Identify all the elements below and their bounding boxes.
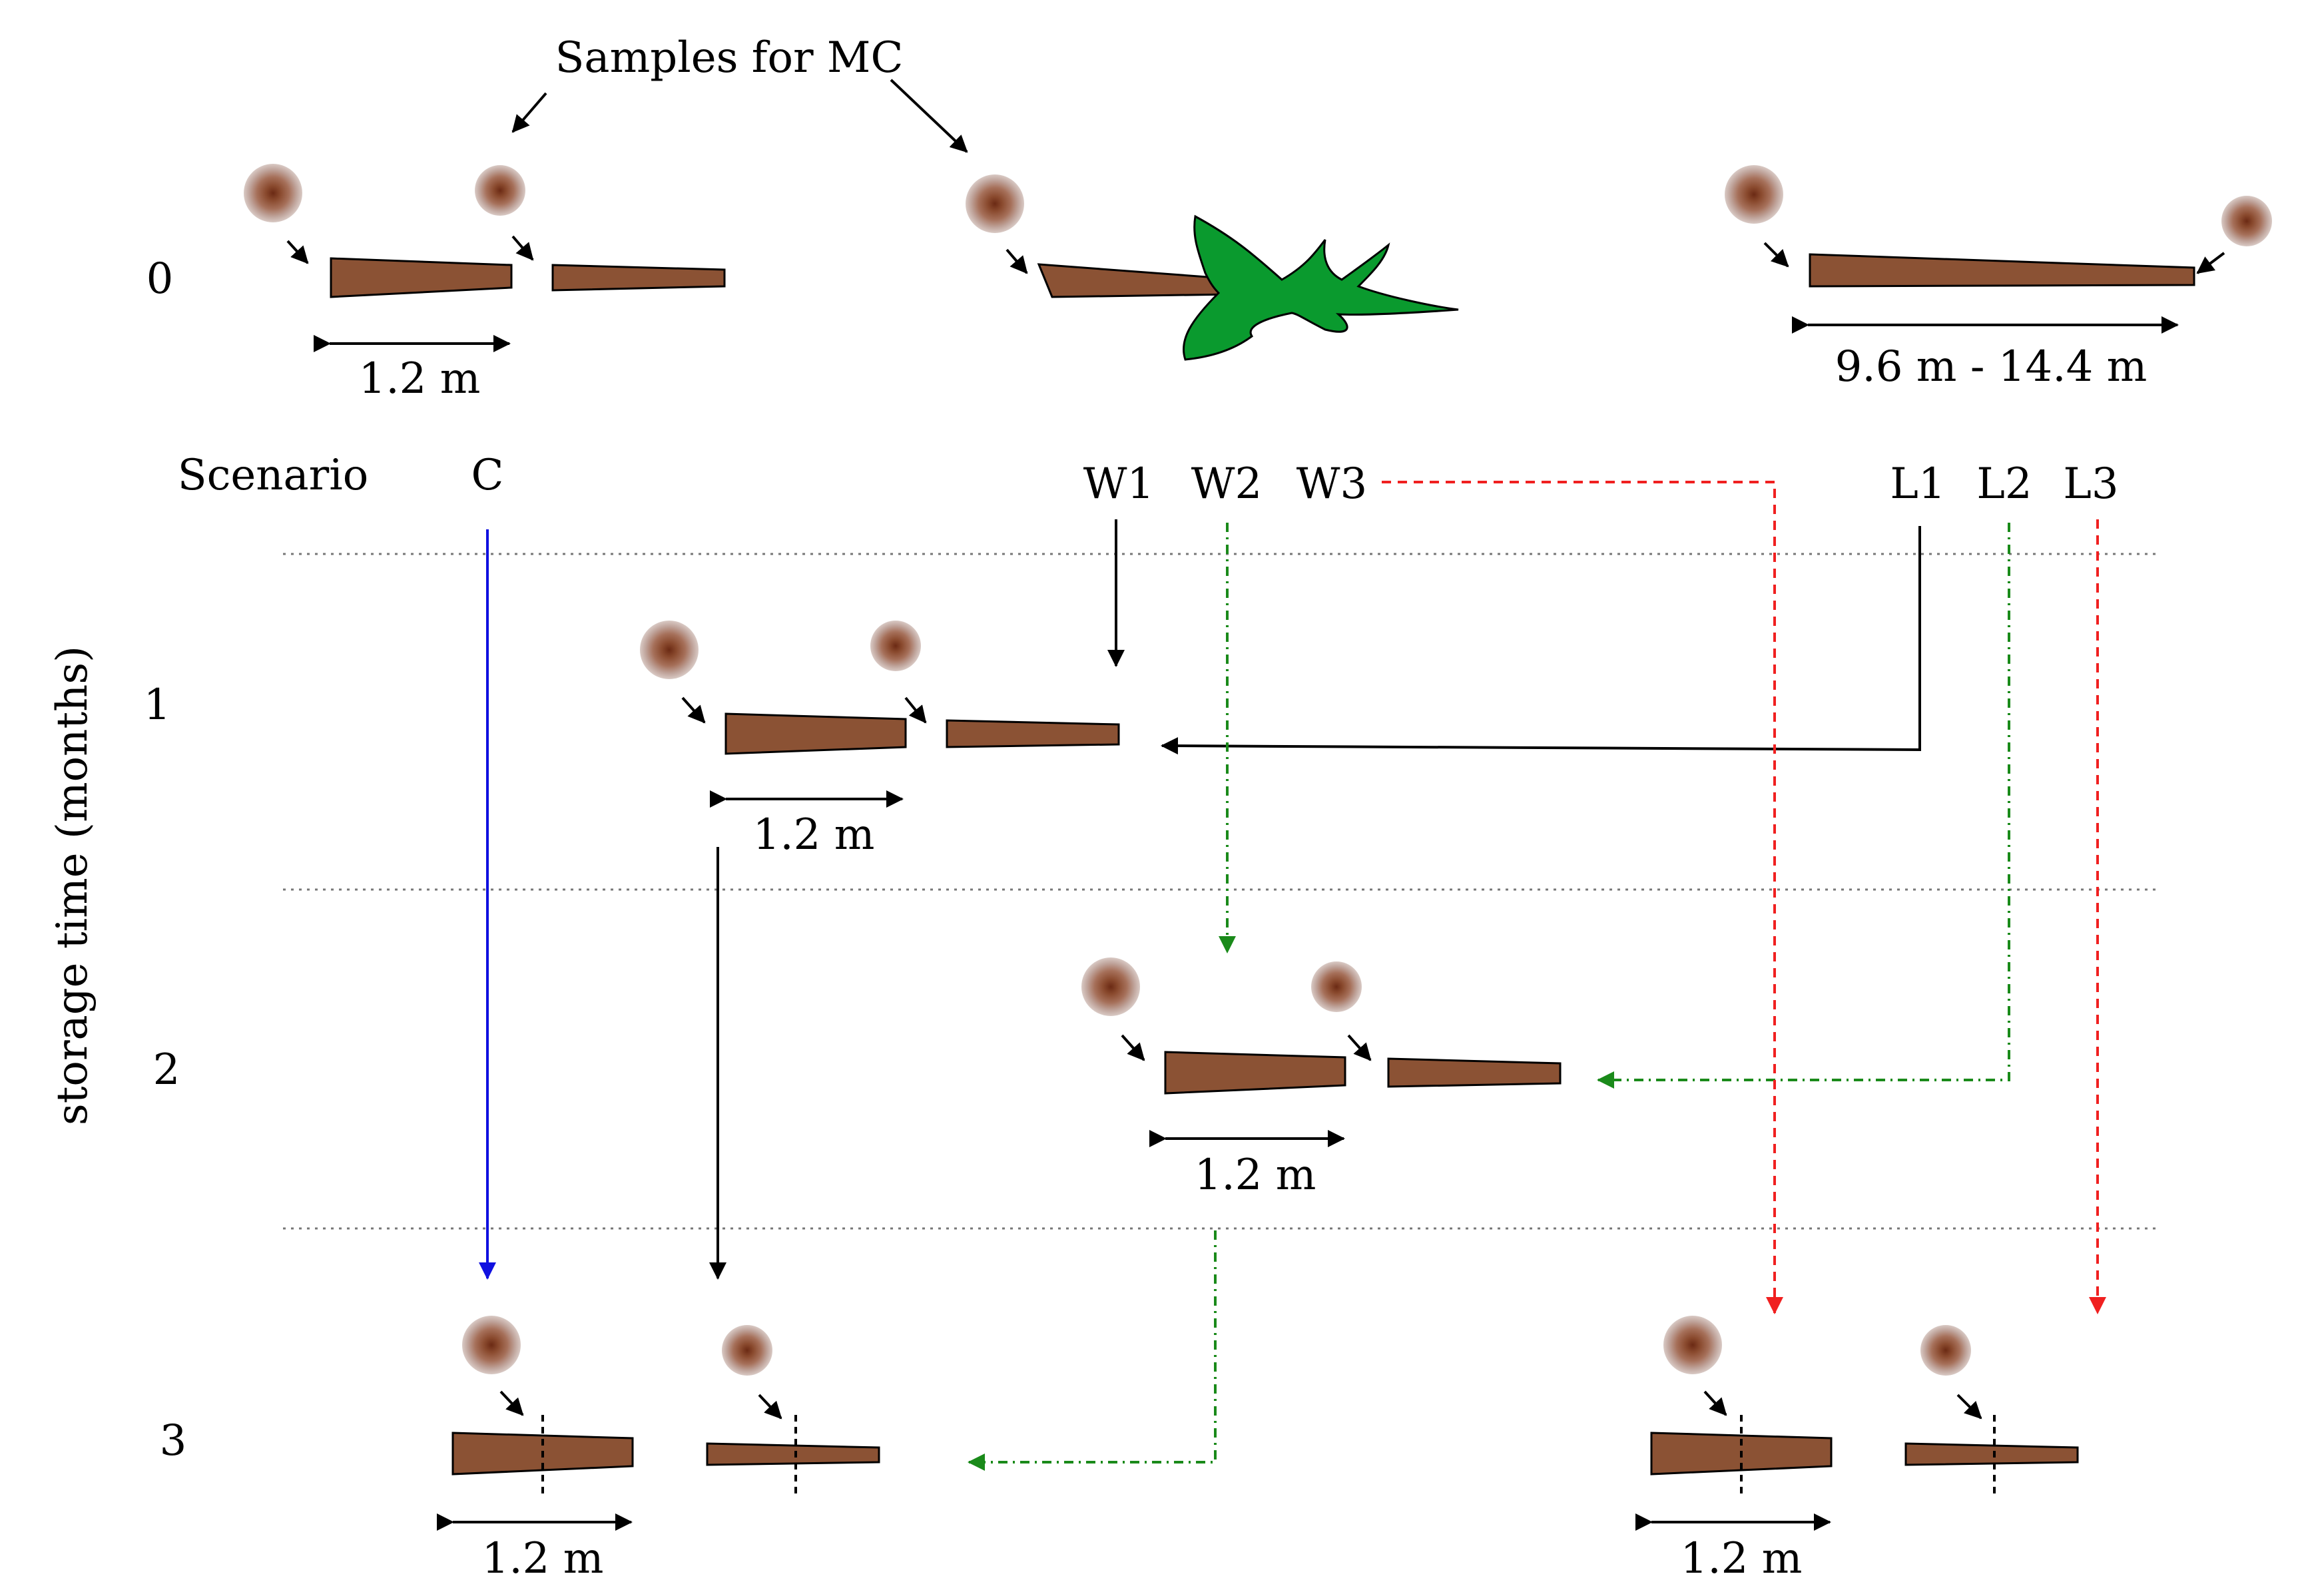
row2-logs: 1.2 m bbox=[1081, 957, 1562, 1200]
log-segment bbox=[551, 264, 726, 292]
sample-arrow bbox=[1347, 1034, 1372, 1061]
log-segment bbox=[1164, 1051, 1346, 1095]
log-segment bbox=[330, 257, 513, 298]
sample-disc bbox=[640, 621, 699, 679]
dimension-label: 1.2 m bbox=[482, 1534, 604, 1583]
scenario-c-label: C bbox=[471, 451, 504, 500]
sample-disc bbox=[2221, 196, 2272, 246]
row0-long-log: 9.6 m - 14.4 m bbox=[1725, 165, 2272, 392]
flow-line-w3 bbox=[1382, 481, 1783, 1314]
sample-arrow bbox=[2196, 252, 2225, 274]
flow-line-l1 bbox=[1161, 526, 1921, 755]
sample-arrow bbox=[1763, 242, 1789, 268]
title-arrow-left bbox=[511, 92, 547, 133]
title-arrow-right bbox=[890, 79, 968, 153]
row3-left-logs: 1.2 m bbox=[437, 1316, 880, 1583]
sample-arrow bbox=[499, 1390, 524, 1416]
sample-disc bbox=[1081, 957, 1140, 1016]
row-label-0: 0 bbox=[146, 254, 174, 304]
log-segment bbox=[706, 1442, 880, 1466]
row-label-3: 3 bbox=[160, 1416, 187, 1465]
sample-arrow bbox=[286, 240, 309, 264]
log-segment bbox=[724, 712, 907, 755]
row-label-1: 1 bbox=[144, 680, 171, 730]
scenario-l2-label: L2 bbox=[1976, 459, 2032, 509]
sample-disc bbox=[1311, 961, 1362, 1012]
sample-arrow bbox=[904, 696, 927, 724]
sample-disc bbox=[1920, 1325, 1971, 1376]
sample-disc bbox=[1663, 1316, 1722, 1374]
scenario-l3-label: L3 bbox=[2063, 459, 2118, 509]
y-axis-label: storage time (months) bbox=[48, 646, 97, 1125]
row-label-2: 2 bbox=[153, 1045, 180, 1095]
log-segment bbox=[1809, 253, 2195, 288]
tree-trunk bbox=[1037, 263, 1234, 298]
sample-arrow bbox=[1703, 1390, 1727, 1416]
scenario-l1-label: L1 bbox=[1890, 459, 1945, 509]
scenario-w1-label: W1 bbox=[1083, 459, 1155, 509]
sample-arrow bbox=[758, 1394, 782, 1420]
sample-arrow bbox=[681, 696, 706, 724]
sample-disc bbox=[870, 621, 921, 671]
sample-disc bbox=[1725, 165, 1783, 224]
sample-arrow bbox=[1006, 248, 1028, 274]
scenario-w3-label: W3 bbox=[1296, 459, 1368, 509]
sample-disc bbox=[722, 1325, 772, 1376]
flow-line-w2-continued bbox=[968, 1230, 1217, 1471]
scenario-label: Scenario bbox=[178, 451, 369, 500]
sample-arrow bbox=[1121, 1034, 1145, 1061]
dimension-label: 1.2 m bbox=[1681, 1534, 1803, 1583]
sample-disc bbox=[244, 164, 302, 222]
dimension-label: 1.2 m bbox=[753, 810, 875, 860]
row1-logs: 1.2 m bbox=[640, 621, 1120, 860]
dimension-label: 1.2 m bbox=[1195, 1151, 1316, 1200]
tree-crown bbox=[1182, 214, 1459, 361]
sample-disc bbox=[475, 165, 525, 216]
log-segment bbox=[946, 719, 1120, 748]
row-separators bbox=[283, 553, 2157, 1230]
flow-line-l2 bbox=[1597, 523, 2010, 1089]
row0-short-logs: 1.2 m bbox=[244, 164, 726, 403]
log-segment bbox=[1904, 1442, 2079, 1466]
row3-right-logs: 1.2 m bbox=[1635, 1316, 2079, 1583]
sample-disc bbox=[966, 174, 1024, 233]
scenario-w2-label: W2 bbox=[1191, 459, 1263, 509]
dimension-label: 9.6 m - 14.4 m bbox=[1835, 342, 2148, 392]
diagram-title: Samples for MC bbox=[555, 33, 904, 83]
sample-disc bbox=[462, 1316, 521, 1374]
sample-arrow bbox=[1956, 1394, 1982, 1420]
log-segment bbox=[1387, 1057, 1562, 1088]
dimension-label: 1.2 m bbox=[359, 354, 481, 403]
row0-tree bbox=[966, 174, 1459, 361]
sample-arrow bbox=[511, 235, 534, 261]
